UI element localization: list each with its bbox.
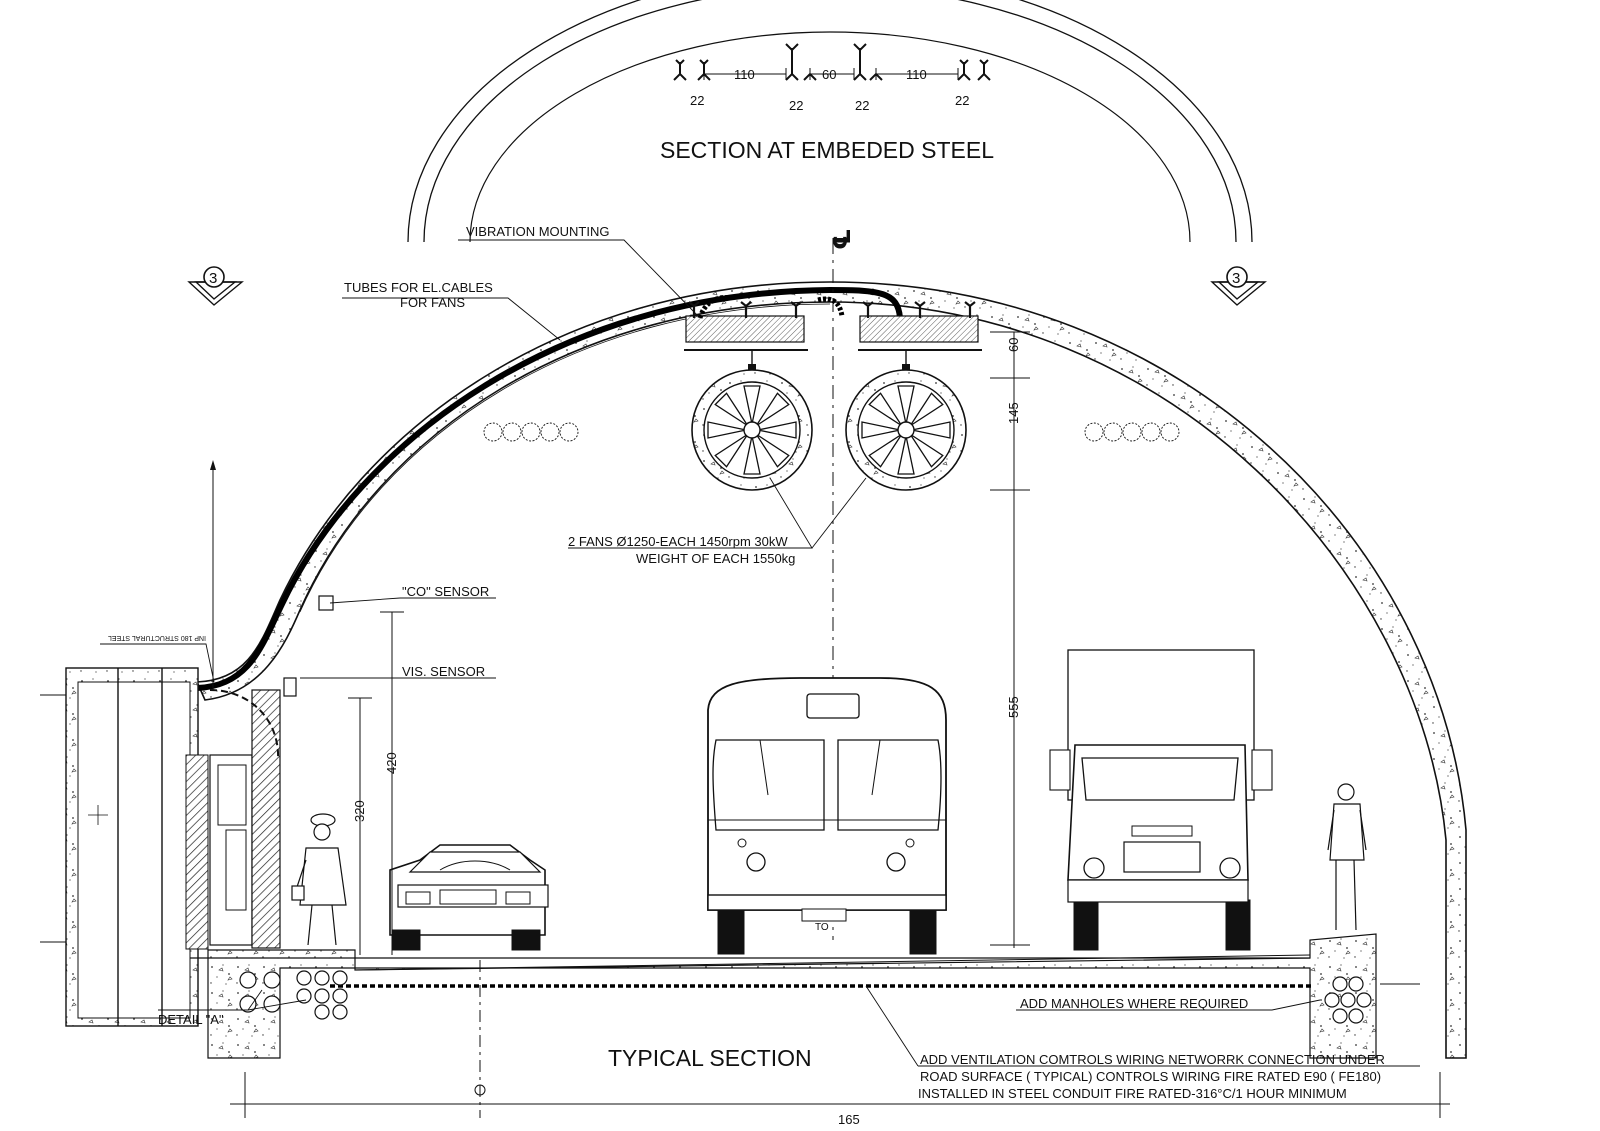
centerline-symbol: ℄ (829, 228, 856, 250)
dim-165: 165 (838, 1112, 860, 1127)
dim-555: 555 (1006, 696, 1021, 718)
callout-leaders (100, 239, 1420, 1067)
callout-labels: VIBRATION MOUNTING TUBES FOR EL.CABLES F… (108, 224, 1385, 1101)
section-marker-left: 3 (187, 266, 244, 306)
bus-plate-mark: TO (815, 922, 829, 933)
tubes-label-2: FOR FANS (400, 295, 465, 310)
ventilation-note-line-3: INSTALLED IN STEEL CONDUIT FIRE RATED-31… (918, 1086, 1347, 1101)
dim-22-b: 22 (789, 98, 803, 113)
detail-a-label: DETAIL "A" (158, 1012, 224, 1027)
section-marker-number: 3 (1232, 270, 1240, 287)
tunnel-lining (195, 281, 1467, 1059)
conduit-bank-left (239, 970, 348, 1020)
section-title-embedded-steel: SECTION AT EMBEDED STEEL (660, 137, 994, 163)
tubes-label-1: TUBES FOR EL.CABLES (344, 280, 493, 295)
dimension-lines (230, 331, 1450, 1118)
dim-22-d: 22 (955, 93, 969, 108)
bus-front-view: TO (707, 677, 947, 955)
pedestrian-right (1327, 783, 1367, 931)
car-front-view (389, 844, 549, 951)
service-building (40, 460, 334, 1027)
embedded-steel-section: 110 60 110 22 22 22 22 SECTION AT EMBEDE… (407, 0, 1253, 243)
fans-label-1: 2 FANS Ø1250-EACH 1450rpm 30kW (568, 534, 788, 549)
manholes-label: ADD MANHOLES WHERE REQUIRED (1020, 996, 1248, 1011)
fans-label-2: WEIGHT OF EACH 1550kg (636, 551, 795, 566)
dim-110-left: 110 (734, 67, 755, 82)
section-marker-number: 3 (209, 270, 217, 287)
ventilation-note-line-1: ADD VENTILATION COMTROLS WIRING NETWORRK… (920, 1052, 1385, 1067)
tunnel-lights (483, 422, 1180, 442)
dim-60-mid: 60 (822, 67, 836, 82)
dim-60: 60 (1006, 338, 1021, 352)
ventilation-note-line-2: ROAD SURFACE ( TYPICAL) CONTROLS WIRING … (920, 1069, 1381, 1084)
pedestrian-left (291, 813, 347, 946)
dim-110-right: 110 (906, 67, 927, 82)
section-title-typical: TYPICAL SECTION (608, 1045, 812, 1071)
cable-tube (194, 286, 903, 691)
road-slab (190, 933, 1377, 1059)
dimension-labels: 60 145 555 420 320 165 (352, 338, 1021, 1127)
vis-sensor-icon (283, 677, 297, 697)
section-marker-right: 3 (1210, 266, 1267, 306)
dim-22-a: 22 (690, 93, 704, 108)
dim-22-c: 22 (855, 98, 869, 113)
structural-steel-label: INP 180 STRUCTURAL STEEL (108, 634, 206, 641)
dim-320: 320 (352, 800, 367, 822)
co-sensor-label: "CO" SENSOR (402, 584, 489, 599)
truck-front-view (1049, 649, 1273, 951)
jet-fans (684, 295, 982, 491)
vibration-mounting-label: VIBRATION MOUNTING (466, 224, 609, 239)
dim-145: 145 (1006, 402, 1021, 424)
dim-420: 420 (384, 752, 399, 774)
vis-sensor-label: VIS. SENSOR (402, 664, 485, 679)
conduit-bank-right (1324, 976, 1372, 1024)
